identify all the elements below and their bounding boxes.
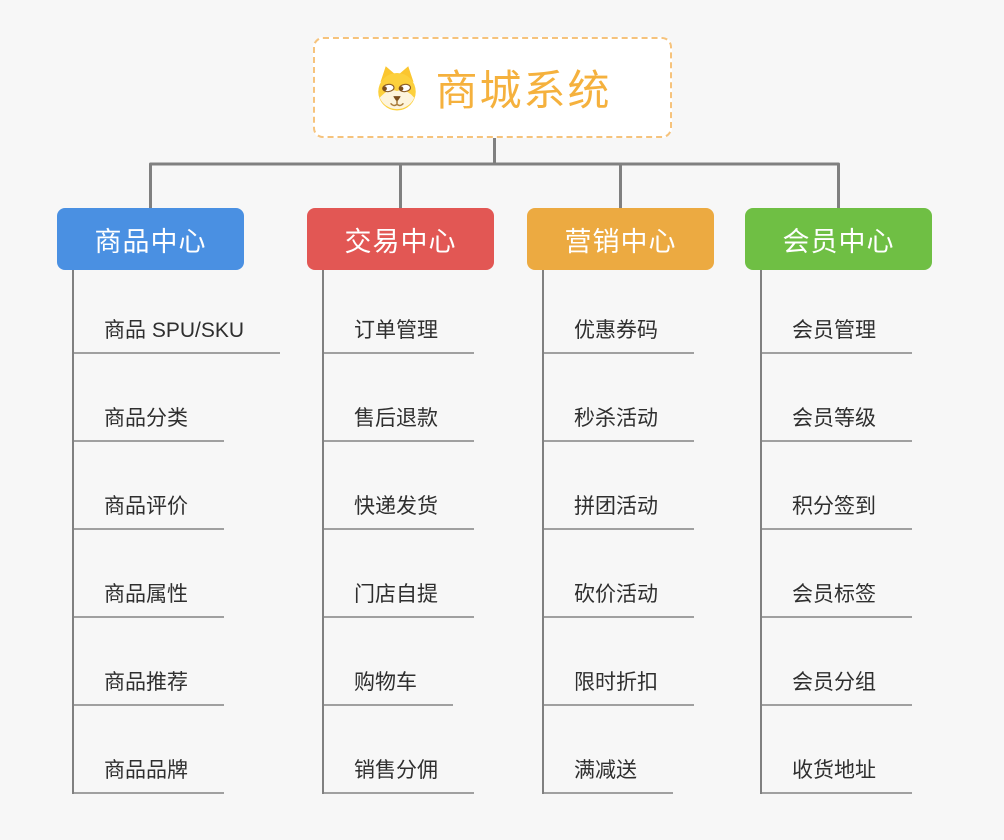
root-title: 商城系统 bbox=[435, 67, 612, 114]
topic-item-product-center-4[interactable]: 商品推荐 bbox=[74, 618, 224, 706]
branch-header-product-center[interactable]: 商品中心 bbox=[57, 208, 244, 270]
topic-item-member-center-5[interactable]: 收货地址 bbox=[762, 706, 912, 794]
branch-header-trade-center[interactable]: 交易中心 bbox=[307, 208, 494, 270]
branch-items-marketing-center: 优惠券码秒杀活动拼团活动砍价活动限时折扣满减送 bbox=[542, 270, 694, 794]
topic-item-product-center-5[interactable]: 商品品牌 bbox=[74, 706, 224, 794]
branch-header-member-center[interactable]: 会员中心 bbox=[745, 208, 932, 270]
topic-item-product-center-3[interactable]: 商品属性 bbox=[74, 530, 224, 618]
topic-item-trade-center-2[interactable]: 快递发货 bbox=[324, 442, 474, 530]
topic-item-member-center-1[interactable]: 会员等级 bbox=[762, 354, 912, 442]
topic-item-product-center-2[interactable]: 商品评价 bbox=[74, 442, 224, 530]
topic-item-marketing-center-5[interactable]: 满减送 bbox=[544, 706, 673, 794]
topic-item-product-center-1[interactable]: 商品分类 bbox=[74, 354, 224, 442]
topic-item-trade-center-0[interactable]: 订单管理 bbox=[324, 270, 474, 354]
topic-item-marketing-center-0[interactable]: 优惠券码 bbox=[544, 270, 694, 354]
topic-item-member-center-2[interactable]: 积分签到 bbox=[762, 442, 912, 530]
branch-marketing-center: 营销中心优惠券码秒杀活动拼团活动砍价活动限时折扣满减送 bbox=[527, 208, 714, 794]
topic-item-trade-center-4[interactable]: 购物车 bbox=[324, 618, 453, 706]
topic-item-trade-center-3[interactable]: 门店自提 bbox=[324, 530, 474, 618]
branch-trade-center: 交易中心订单管理售后退款快递发货门店自提购物车销售分佣 bbox=[307, 208, 494, 794]
branch-member-center: 会员中心会员管理会员等级积分签到会员标签会员分组收货地址 bbox=[745, 208, 932, 794]
branch-items-trade-center: 订单管理售后退款快递发货门店自提购物车销售分佣 bbox=[322, 270, 474, 794]
topic-item-trade-center-5[interactable]: 销售分佣 bbox=[324, 706, 474, 794]
branch-items-member-center: 会员管理会员等级积分签到会员标签会员分组收货地址 bbox=[760, 270, 912, 794]
topic-item-member-center-4[interactable]: 会员分组 bbox=[762, 618, 912, 706]
topic-item-marketing-center-2[interactable]: 拼团活动 bbox=[544, 442, 694, 530]
topic-item-member-center-3[interactable]: 会员标签 bbox=[762, 530, 912, 618]
topic-item-marketing-center-4[interactable]: 限时折扣 bbox=[544, 618, 694, 706]
topic-item-member-center-0[interactable]: 会员管理 bbox=[762, 270, 912, 354]
branch-header-marketing-center[interactable]: 营销中心 bbox=[527, 208, 714, 270]
root-node[interactable]: 商城系统 bbox=[313, 37, 672, 138]
doge-icon bbox=[373, 64, 421, 112]
topic-item-marketing-center-3[interactable]: 砍价活动 bbox=[544, 530, 694, 618]
topic-item-marketing-center-1[interactable]: 秒杀活动 bbox=[544, 354, 694, 442]
topic-item-trade-center-1[interactable]: 售后退款 bbox=[324, 354, 474, 442]
topic-item-product-center-0[interactable]: 商品 SPU/SKU bbox=[74, 270, 281, 354]
